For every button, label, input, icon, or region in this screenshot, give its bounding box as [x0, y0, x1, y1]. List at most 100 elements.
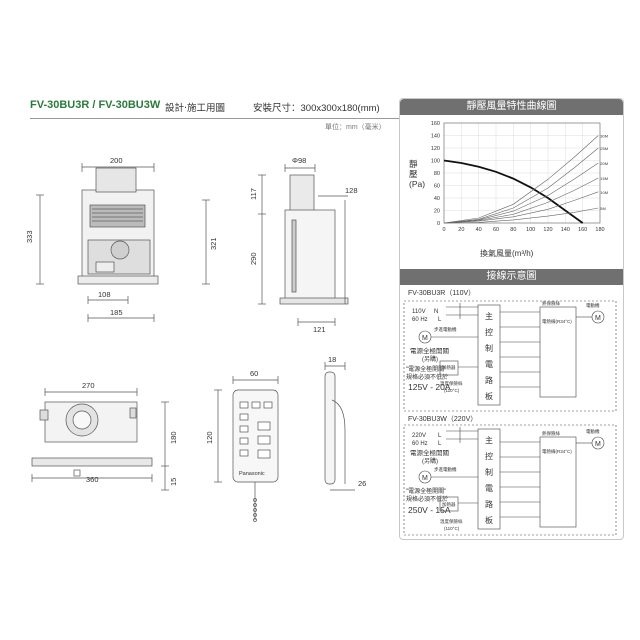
dim-128: 128: [345, 186, 358, 195]
wiring-r-breaker-spec: 規格必須不低於: [406, 373, 448, 381]
wiring-diagrams: FV-30BU3R（110V） 110V N 60 Hz L: [403, 289, 617, 536]
wiring-r-breaker-note: "電源全極開關": [406, 365, 446, 373]
board-r-4: 電: [485, 360, 493, 369]
y-tick-label: 120: [431, 146, 440, 152]
top-view-drawing: [77, 167, 159, 285]
side-view-drawing: [279, 174, 349, 305]
characteristic-curve: [443, 159, 584, 224]
series-label: 30M: [600, 134, 608, 139]
unit-note: 單位：mm（毫米）: [325, 124, 386, 131]
board-r-2: 控: [485, 327, 493, 337]
title-bar: FV-30BU3R / FV-30BU3W 設計‧施工用圖 安裝尺寸：300x3…: [0, 96, 400, 118]
wiring-r-tfuse2: 電熱線(R34°C): [542, 318, 572, 325]
y-tick-label: 140: [431, 134, 440, 140]
dim-60: 60: [250, 369, 258, 378]
board-w-6: 板: [485, 515, 493, 525]
dim-185: 185: [110, 308, 123, 317]
dim-117: 117: [249, 188, 258, 200]
remote-side-drawing: [324, 371, 346, 485]
duct-resistance-curve: [443, 191, 599, 224]
chart-panel-title: 靜壓風量特性曲線圖: [400, 99, 623, 115]
x-tick-label: 60: [493, 227, 499, 233]
wiring-w-breaker-spec: 規格必須不低於: [406, 495, 448, 503]
dim-290: 290: [249, 252, 258, 265]
remote-control-drawing: [232, 389, 279, 522]
dim-18: 18: [328, 355, 336, 364]
y-tick-label: 100: [431, 159, 440, 165]
wiring-r-fan-motor: 電動機: [586, 302, 600, 309]
duct-resistance-curve: [443, 162, 599, 224]
model-title: FV-30BU3R / FV-30BU3W: [30, 99, 161, 111]
chart-x-label: 換氣風量(m³/h): [480, 249, 534, 258]
wiring-w-heater: 加熱器: [442, 501, 456, 508]
wiring-r-motor: M: [422, 335, 428, 342]
y-tick-label: 160: [431, 121, 440, 127]
chart-frame: [443, 122, 601, 224]
wiring-r-voltage: 110V: [412, 309, 426, 315]
duct-resistance-curve: [443, 207, 599, 224]
board-r-3: 制: [485, 343, 493, 353]
series-label: 25M: [600, 146, 608, 151]
wiring-w-L2: L: [438, 441, 442, 447]
wiring-r-fan-m: M: [595, 315, 601, 322]
y-tick-label: 40: [434, 196, 440, 202]
dim-15: 15: [169, 478, 178, 486]
dim-121: 121: [313, 325, 326, 334]
y-tick-label: 80: [434, 171, 440, 177]
wiring-w-fan-motor: 電動機: [586, 428, 600, 435]
x-tick-label: 40: [476, 227, 482, 233]
wiring-r-fuse: 溫度保險絲: [440, 380, 463, 387]
dim-333: 333: [25, 230, 34, 243]
series-label: 15M: [600, 176, 608, 181]
series-label: 20M: [600, 161, 608, 166]
series-label: 10M: [600, 190, 608, 195]
wiring-r-rating: 125V - 20A: [408, 382, 451, 392]
board-w-5: 路: [485, 499, 493, 509]
x-tick-label: 160: [578, 227, 587, 233]
y-tick-label: 20: [434, 209, 440, 215]
wiring-r-breaker: 電源全極開關: [410, 346, 449, 355]
wiring-w-fuse: 溫度保險絲: [440, 518, 463, 525]
wiring-w-fuse-temp: (110°C): [444, 526, 460, 531]
x-tick-label: 100: [526, 227, 535, 233]
wiring-w-model: FV-30BU3W（220V）: [408, 415, 477, 423]
bottom-view-drawing: [31, 401, 153, 477]
dim-26: 26: [358, 479, 366, 488]
board-r-6: 板: [485, 391, 493, 401]
wiring-w-breaker-sub: (另購): [422, 457, 438, 465]
chart-y-label: 靜壓(Pa): [409, 159, 426, 189]
board-r-5: 路: [485, 375, 493, 385]
install-size: 安裝尺寸：300x300x180(mm): [253, 103, 380, 114]
wiring-panel-title: 接線示意圖: [400, 269, 623, 285]
remote-brand: Panasonic: [239, 471, 265, 477]
board-w-4: 電: [485, 484, 493, 493]
wiring-w-tfuse: 熱保險絲: [542, 430, 560, 437]
drawing-description: 設計‧施工用圖: [165, 103, 226, 114]
x-tick-label: 80: [510, 227, 516, 233]
dim-108: 108: [98, 290, 111, 299]
wiring-w-breaker: 電源全極開關: [410, 448, 449, 457]
dim-120: 120: [205, 431, 214, 444]
dim-321: 321: [209, 237, 218, 250]
wiring-w-dc-motor: 步進電動機: [434, 466, 457, 473]
wiring-r-model: FV-30BU3R（110V）: [408, 289, 475, 297]
wiring-w-breaker-note: "電源全極開關": [406, 487, 446, 495]
board-w-2: 控: [485, 451, 493, 461]
x-tick-label: 20: [458, 227, 464, 233]
x-tick-label: 120: [543, 227, 552, 233]
wiring-r-tfuse: 熱保險絲: [542, 300, 560, 307]
wiring-w-tfuse2: 電熱線(R34°C): [542, 448, 572, 455]
wiring-r-breaker-sub: (另購): [422, 355, 438, 363]
duct-resistance-curve: [443, 135, 599, 224]
dim-dia98: Φ98: [292, 156, 306, 165]
wiring-r-L: L: [438, 317, 442, 323]
wiring-w-fan-m: M: [595, 441, 601, 448]
dim-180: 180: [169, 431, 178, 444]
wiring-r-N: N: [434, 309, 438, 315]
series-label: 5M: [600, 206, 606, 211]
x-tick-label: 180: [595, 227, 604, 233]
